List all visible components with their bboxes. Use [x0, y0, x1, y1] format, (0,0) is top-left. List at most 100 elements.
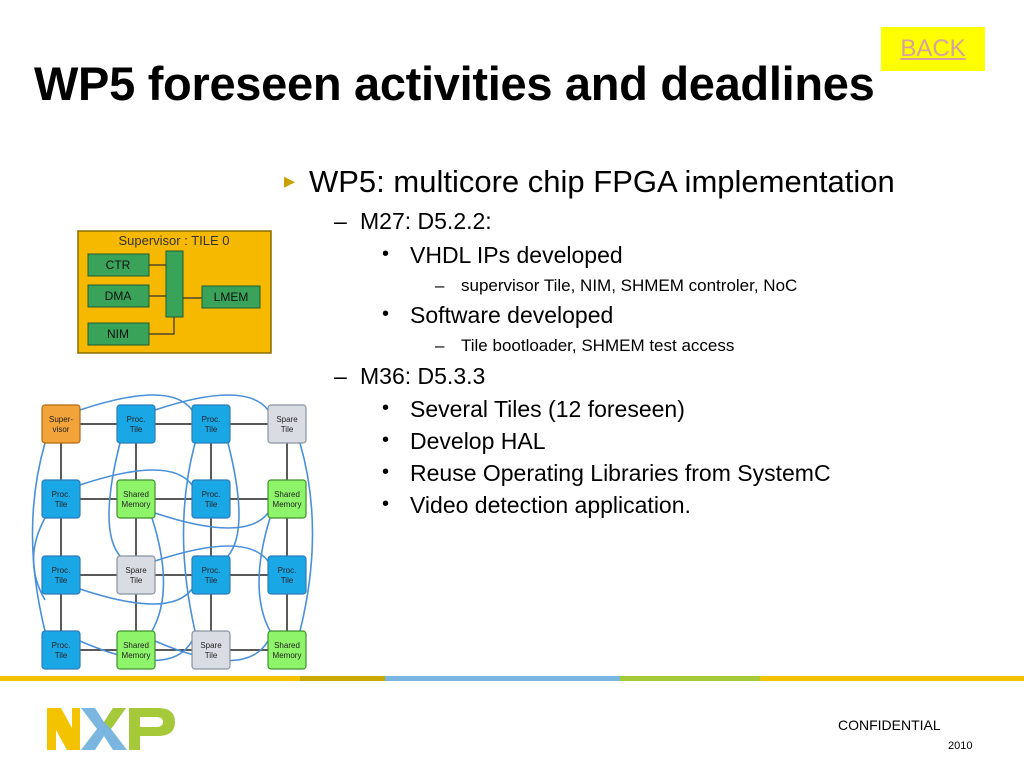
back-button[interactable]: BACK: [881, 27, 985, 71]
tile-title: Supervisor : TILE 0: [118, 233, 229, 248]
bullet-text-level-4: Tile bootloader, SHMEM test access: [461, 336, 735, 355]
bullet-marker: •: [382, 461, 390, 483]
node-label-line1: Shared: [123, 641, 149, 650]
node-box: [41, 404, 81, 444]
bullet-text-level-3: Several Tiles (12 foreseen): [410, 396, 685, 422]
node-label-line2: Memory: [122, 500, 151, 509]
tile-background: [77, 230, 272, 354]
node-box: [41, 630, 81, 670]
node-label-line1: Proc.: [202, 415, 221, 424]
wrap-link: [108, 442, 121, 557]
node-label-line2: Tile: [205, 651, 218, 660]
grid-node-supervisor: Super-visor: [41, 404, 81, 444]
bullet-marker: •: [382, 397, 390, 419]
node-label-line2: Tile: [205, 576, 218, 585]
wrap-link: [258, 517, 271, 632]
node-label-line1: Proc.: [202, 490, 221, 499]
bullet-marker: –: [334, 363, 347, 389]
grid-node-proc: Proc.Tile: [191, 555, 231, 595]
node-label-line1: Spare: [125, 566, 147, 575]
bullet-marker: •: [382, 429, 390, 451]
node-label-line1: Shared: [274, 490, 300, 499]
node-box: [267, 555, 307, 595]
grid-nodes: Super-visorProc.TileProc.TileSpareTilePr…: [41, 404, 307, 670]
dma-label: DMA: [105, 289, 132, 303]
node-label-line2: Tile: [205, 500, 218, 509]
node-box: [116, 555, 156, 595]
wrap-link: [32, 517, 46, 601]
node-label-line2: visor: [53, 425, 70, 434]
node-box: [116, 404, 156, 444]
bullet-text-level-2: M36: D5.3.3: [360, 363, 486, 389]
supervisor-tile-diagram: Supervisor : TILE 0 CTR DMA NIM LMEM: [77, 230, 272, 354]
node-label-line1: Super-: [49, 415, 73, 424]
node-label-line1: Shared: [274, 641, 300, 650]
node-label-line2: Tile: [55, 500, 68, 509]
node-box: [191, 404, 231, 444]
node-label-line1: Spare: [200, 641, 222, 650]
node-box: [41, 555, 81, 595]
node-label-line2: Memory: [273, 500, 302, 509]
lmem-block: [201, 285, 261, 309]
wrap-link: [227, 442, 240, 557]
node-label-line1: Spare: [276, 415, 298, 424]
wrap-link: [154, 640, 269, 662]
node-label-line1: Proc.: [202, 566, 221, 575]
dma-block: [87, 284, 150, 308]
grid-node-proc: Proc.Tile: [41, 555, 81, 595]
bullet-marker: •: [382, 243, 390, 265]
node-box: [41, 479, 81, 519]
node-box: [116, 479, 156, 519]
node-label-line2: Tile: [55, 651, 68, 660]
node-label-line2: Tile: [130, 425, 143, 434]
bullet-marker: –: [435, 276, 445, 295]
grid-node-proc: Proc.Tile: [41, 630, 81, 670]
wrap-link: [31, 442, 46, 632]
wrap-link: [79, 394, 193, 411]
bullet-marker: –: [334, 208, 347, 234]
node-label-line2: Tile: [130, 576, 143, 585]
node-label-line2: Tile: [281, 576, 294, 585]
node-label-line2: Memory: [122, 651, 151, 660]
bullet-marker: •: [382, 493, 390, 515]
node-label-line2: Tile: [55, 576, 68, 585]
node-box: [267, 630, 307, 670]
wrap-link: [79, 588, 193, 605]
bullet-text-level-3: Video detection application.: [410, 492, 691, 518]
slide-title: WP5 foreseen activities and deadlines: [34, 57, 875, 110]
grid-node-proc: Proc.Tile: [267, 555, 307, 595]
bullet-marker: •: [382, 303, 390, 325]
bullet-marker: –: [435, 336, 445, 355]
grid-node-proc: Proc.Tile: [41, 479, 81, 519]
node-box: [191, 555, 231, 595]
wrap-link: [79, 640, 193, 662]
grid-links: [31, 394, 314, 662]
node-box: [267, 479, 307, 519]
confidential-label: CONFIDENTIAL: [838, 717, 941, 733]
grid-background: [32, 383, 316, 677]
bullet-text-level-3: VHDL IPs developed: [410, 242, 623, 268]
node-label-line2: Memory: [273, 651, 302, 660]
node-box: [116, 630, 156, 670]
nxp-logo: [47, 708, 175, 750]
node-label-line1: Proc.: [278, 566, 297, 575]
node-label-line1: Proc.: [52, 566, 71, 575]
grid-node-proc: Proc.Tile: [191, 404, 231, 444]
wrap-link: [154, 394, 269, 411]
footer-color-bar: [0, 676, 1024, 681]
wrap-link: [154, 545, 269, 562]
node-box: [191, 479, 231, 519]
wrap-link: [151, 517, 165, 632]
bullet-text-level-2: M27: D5.2.2:: [360, 208, 492, 234]
node-label-line1: Shared: [123, 490, 149, 499]
grid-node-proc: Proc.Tile: [116, 404, 156, 444]
node-label-line2: Tile: [281, 425, 294, 434]
bullet-text-level-3: Reuse Operating Libraries from SystemC: [410, 460, 831, 486]
grid-node-proc: Proc.Tile: [191, 479, 231, 519]
